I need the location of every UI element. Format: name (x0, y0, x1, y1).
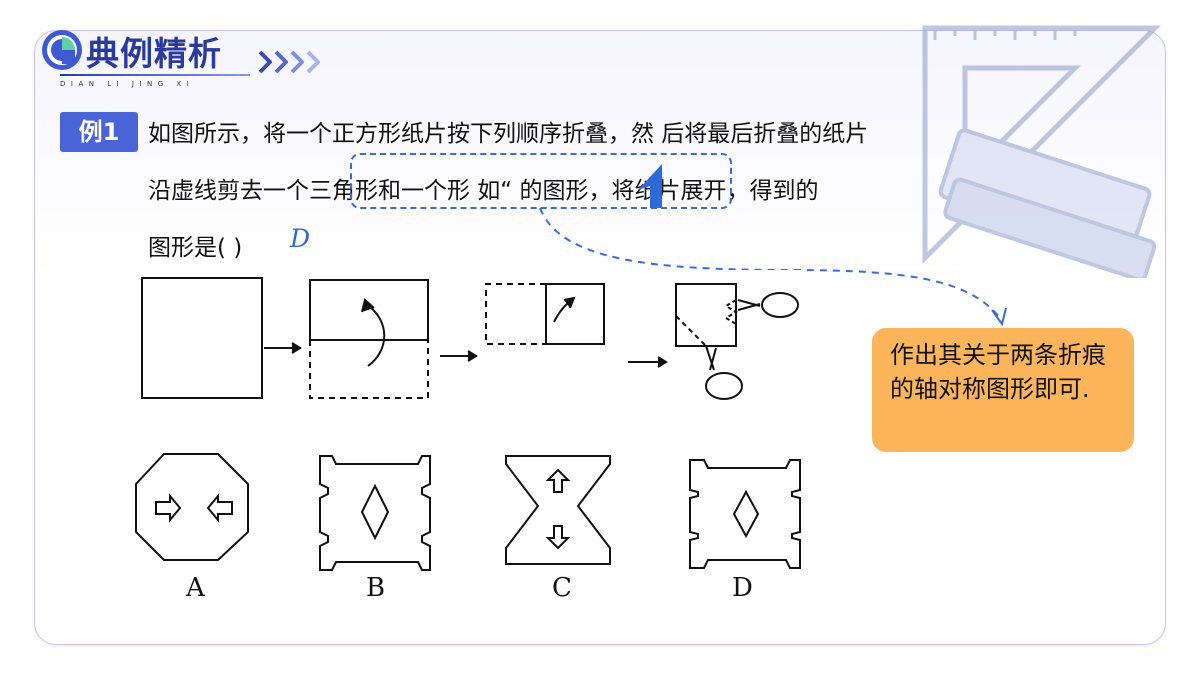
logo-icon (42, 30, 82, 70)
dashed-pointer-arrow (539, 207, 1007, 327)
step3-square (545, 283, 605, 345)
question-line-2: 沿虚线剪去一个三角形和一个形 如“ 的图形，将纸片展开，得到的 (148, 178, 819, 204)
option-b-shape (319, 455, 431, 571)
option-c-shape (505, 455, 611, 565)
chevrons-icon (258, 50, 320, 74)
answer-letter: D (290, 224, 311, 253)
option-a-shape (135, 453, 249, 561)
section-subtitle: DIAN LI JING XI (60, 80, 195, 88)
cut-shape-icon (638, 164, 662, 208)
option-b-label: B (366, 573, 385, 603)
question-line-3: 图形是( ) (148, 235, 243, 261)
option-d-label: D (732, 573, 753, 603)
ruler-decoration-icon (922, 25, 1162, 278)
option-a-label: A (185, 573, 206, 603)
example-badge: 例1 (60, 112, 138, 152)
question-line-1: 如图所示，将一个正方形纸片按下列顺序折叠，然 后将最后折叠的纸片 (148, 121, 869, 147)
step2-top-half (309, 279, 429, 341)
hint-callout: 作出其关于两条折痕的轴对称图形即可. (872, 328, 1134, 452)
section-title: 典例精析 (86, 34, 222, 73)
option-c-label: C (552, 573, 572, 603)
step4-square (675, 283, 737, 347)
step1-square (141, 277, 263, 399)
title-underline (60, 74, 250, 76)
option-d-shape (689, 459, 801, 569)
answer-options-figure: A B C D (122, 432, 816, 610)
folding-steps-figure (140, 270, 804, 410)
